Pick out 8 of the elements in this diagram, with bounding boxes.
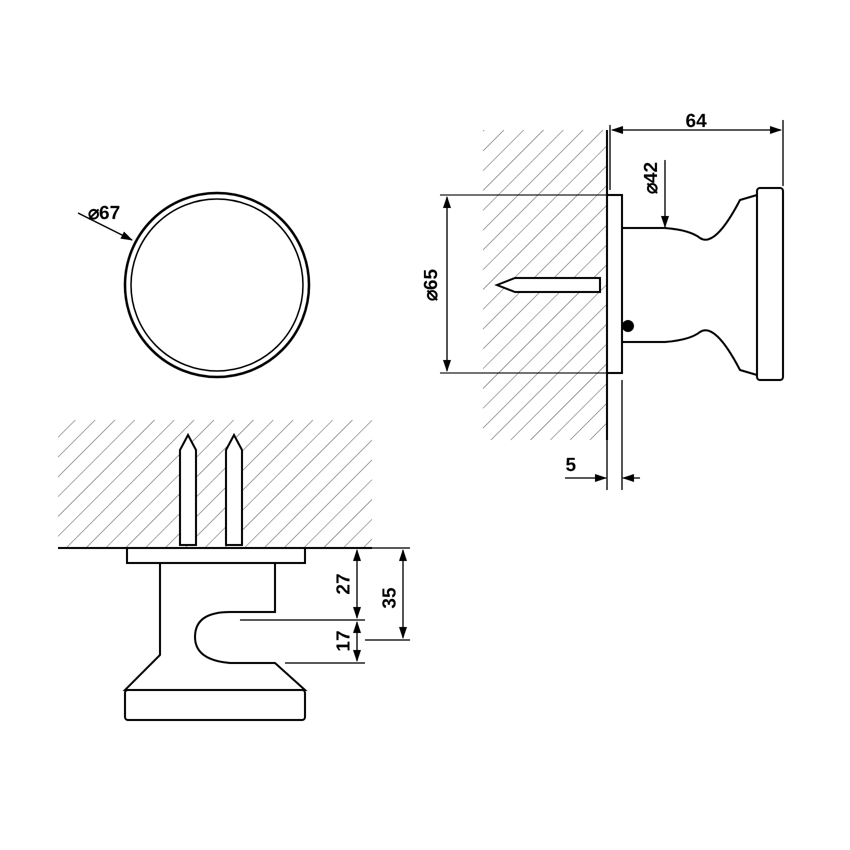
dimension-value: ⌀67	[88, 204, 120, 224]
dimension-value: 64	[686, 112, 707, 132]
dimension-value: 27	[334, 573, 354, 595]
dimension-value: 5	[566, 456, 576, 476]
dimension-value: ⌀65	[422, 268, 442, 302]
dimension-value: 35	[380, 587, 400, 609]
dimension-value: ⌀42	[642, 162, 662, 194]
dimension-value: 17	[334, 630, 354, 652]
